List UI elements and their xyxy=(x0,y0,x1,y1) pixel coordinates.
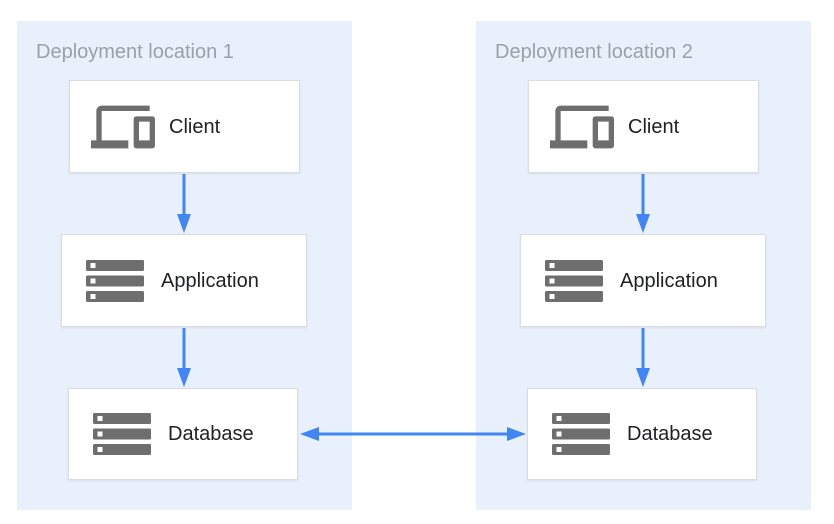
devices-icon xyxy=(549,95,615,159)
node-client-1: Client xyxy=(69,80,300,173)
node-application-2: Application xyxy=(520,234,766,327)
server-stack-icon xyxy=(82,259,148,302)
node-label-database-1: Database xyxy=(168,423,254,445)
devices-icon xyxy=(90,95,156,159)
node-label-database-2: Database xyxy=(627,423,713,445)
node-label-client-2: Client xyxy=(628,115,680,138)
panel-deployment-location-1: Deployment location 1 Client xyxy=(17,21,352,510)
node-label-application-1: Application xyxy=(161,269,259,292)
panel-deployment-location-2: Deployment location 2 Client xyxy=(476,21,811,510)
node-label-client-1: Client xyxy=(169,115,221,138)
panel-2-title: Deployment location 2 xyxy=(495,41,693,63)
server-stack-icon xyxy=(89,413,155,455)
server-stack-icon xyxy=(548,413,614,455)
node-application-1: Application xyxy=(61,234,307,327)
node-database-2: Database xyxy=(527,388,757,480)
server-stack-icon xyxy=(541,259,607,302)
panel-1-title: Deployment location 1 xyxy=(36,41,234,63)
node-label-application-2: Application xyxy=(620,269,718,292)
node-database-1: Database xyxy=(68,388,298,480)
node-client-2: Client xyxy=(528,80,759,173)
